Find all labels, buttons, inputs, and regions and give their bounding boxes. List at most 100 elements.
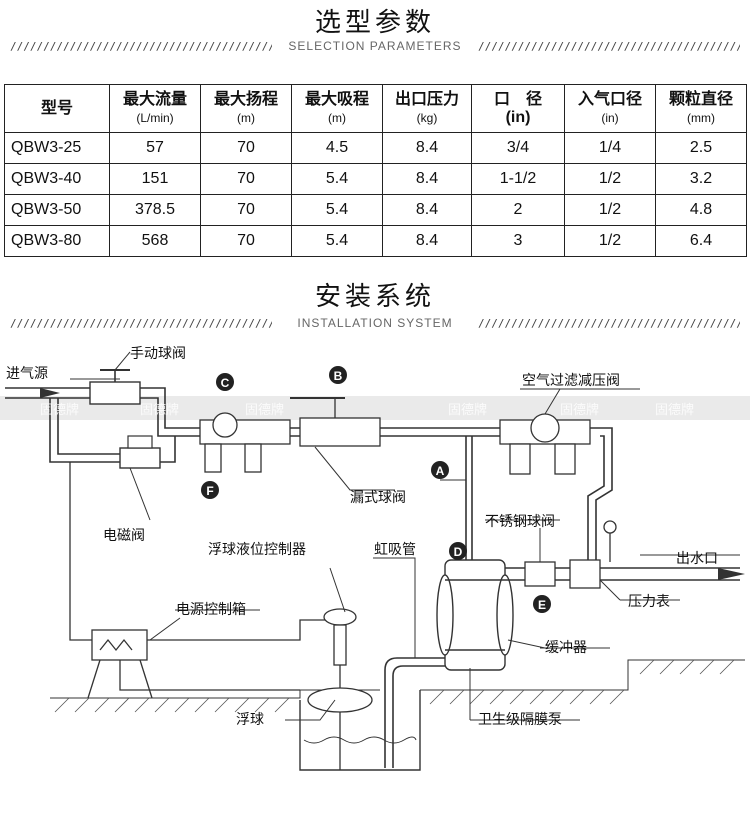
inlet-arrow [40, 388, 60, 398]
header-air-inlet: 入气口径(in) [564, 84, 656, 133]
diaphragm-pump [436, 559, 514, 671]
cell-model: QBW3-40 [4, 163, 110, 195]
marker-f: F [201, 481, 219, 499]
cell-particle-diameter: 2.5 [655, 132, 747, 164]
label-manual-valve: 手动球阀 [130, 346, 186, 362]
table-row: QBW3-50 378.5 70 5.4 8.4 2 1/2 4.8 [4, 194, 747, 226]
divider-right: ////////////////////////////////////////… [478, 39, 740, 53]
label-solenoid: 电磁阀 [103, 528, 145, 544]
air-filter-regulator [499, 413, 591, 475]
marker-d: D [449, 542, 467, 560]
installation-title: 安装系统 [314, 282, 435, 312]
watermark-text: 固德牌 [448, 402, 487, 418]
filter-unit-c [199, 412, 291, 473]
cell-air-inlet: 1/2 [564, 163, 656, 195]
cell-max-suction: 4.5 [291, 132, 383, 164]
manual-ball-valve [89, 369, 141, 405]
label-outlet: 出水口 [676, 551, 718, 567]
label-ss-valve: 不锈钢球阀 [485, 514, 555, 530]
pressure-gauge [603, 520, 617, 562]
cell-max-flow: 378.5 [109, 194, 201, 226]
watermark-text: 固德牌 [140, 402, 179, 418]
tank [299, 690, 421, 771]
cell-model: QBW3-25 [4, 132, 110, 164]
cell-max-suction: 5.4 [291, 225, 383, 257]
cell-outlet-pressure: 8.4 [382, 132, 472, 164]
cell-max-flow: 568 [109, 225, 201, 257]
cell-max-head: 70 [200, 163, 292, 195]
header-max-flow: 最大流量(L/min) [109, 84, 201, 133]
cell-max-head: 70 [200, 225, 292, 257]
table-row: QBW3-80 568 70 5.4 8.4 3 1/2 6.4 [4, 225, 747, 257]
watermark-text: 固德牌 [655, 402, 694, 418]
cell-max-suction: 5.4 [291, 194, 383, 226]
installation-subtitle-row: ////////////////////////////////////////… [10, 315, 740, 331]
cell-particle-diameter: 4.8 [655, 194, 747, 226]
divider-right: ////////////////////////////////////////… [478, 316, 740, 330]
watermark-text: 固德牌 [245, 402, 284, 418]
svg-text:A: A [436, 464, 445, 478]
svg-text:E: E [538, 598, 546, 612]
svg-text:B: B [334, 369, 343, 383]
siphon-tube [384, 657, 445, 768]
label-pump: 卫生级隔膜泵 [478, 712, 562, 728]
watermark-text: 固德牌 [560, 402, 599, 418]
marker-c: C [216, 373, 234, 391]
leak-ball-valve [290, 397, 381, 447]
svg-text:F: F [206, 484, 213, 498]
header-bore: 口 径(in) [471, 84, 565, 133]
marker-a: A [431, 461, 449, 479]
cell-max-head: 70 [200, 132, 292, 164]
cell-outlet-pressure: 8.4 [382, 225, 472, 257]
table-header-row: 型号 最大流量(L/min) 最大扬程(m) 最大吸程(m) 出口压力(kg) … [4, 84, 747, 133]
svg-text:D: D [454, 545, 463, 559]
svg-text:C: C [221, 376, 230, 390]
marker-e: E [533, 595, 551, 613]
cell-bore: 3 [471, 225, 565, 257]
outlet-arrow [718, 568, 745, 580]
installation-subtitle: INSTALLATION SYSTEM [297, 316, 453, 330]
marker-b: B [329, 366, 347, 384]
header-max-head: 最大扬程(m) [200, 84, 292, 133]
header-outlet-pressure: 出口压力(kg) [382, 84, 472, 133]
label-pressure-gauge: 压力表 [628, 594, 670, 610]
watermark-text: 固德牌 [40, 402, 79, 418]
label-buffer: 缓冲器 [545, 640, 587, 656]
header-particle-diameter: 颗粒直径(mm) [655, 84, 747, 133]
cell-air-inlet: 1/4 [564, 132, 656, 164]
label-air-filter: 空气过滤减压阀 [522, 373, 620, 389]
selection-title: 选型参数 [314, 8, 435, 38]
cell-max-flow: 151 [109, 163, 201, 195]
leader-lines [70, 351, 740, 721]
cell-max-suction: 5.4 [291, 163, 383, 195]
cell-air-inlet: 1/2 [564, 194, 656, 226]
cell-model: QBW3-80 [4, 225, 110, 257]
cell-model: QBW3-50 [4, 194, 110, 226]
table-row: QBW3-40 151 70 5.4 8.4 1-1/2 1/2 3.2 [4, 163, 747, 195]
cell-outlet-pressure: 8.4 [382, 194, 472, 226]
installation-diagram: A B C D E F 固德牌 固德牌 固德牌 固德牌 固德牌 固德牌 进气源 … [0, 346, 750, 771]
label-leak-valve: 漏式球阀 [350, 490, 406, 506]
label-air-source: 进气源 [6, 366, 48, 382]
label-float-controller: 浮球液位控制器 [208, 542, 306, 558]
label-siphon: 虹吸管 [374, 542, 416, 558]
divider-left: ////////////////////////////////////////… [10, 39, 272, 53]
control-wires [69, 462, 330, 691]
solenoid-valve [119, 435, 161, 469]
label-float: 浮球 [236, 712, 264, 728]
cell-air-inlet: 1/2 [564, 225, 656, 257]
cell-bore: 1-1/2 [471, 163, 565, 195]
cell-max-flow: 57 [109, 132, 201, 164]
table-row: QBW3-25 57 70 4.5 8.4 3/4 1/4 2.5 [4, 132, 747, 164]
label-power-box: 电源控制箱 [176, 602, 246, 618]
cell-bore: 2 [471, 194, 565, 226]
parameter-table: 型号 最大流量(L/min) 最大扬程(m) 最大吸程(m) 出口压力(kg) … [4, 84, 747, 257]
selection-subtitle: SELECTION PARAMETERS [288, 39, 462, 53]
stainless-ball-valve [524, 559, 601, 589]
header-model: 型号 [4, 84, 110, 133]
cell-particle-diameter: 6.4 [655, 225, 747, 257]
divider-left: ////////////////////////////////////////… [10, 316, 272, 330]
cell-bore: 3/4 [471, 132, 565, 164]
header-max-suction: 最大吸程(m) [291, 84, 383, 133]
float-level-controller [307, 608, 373, 770]
